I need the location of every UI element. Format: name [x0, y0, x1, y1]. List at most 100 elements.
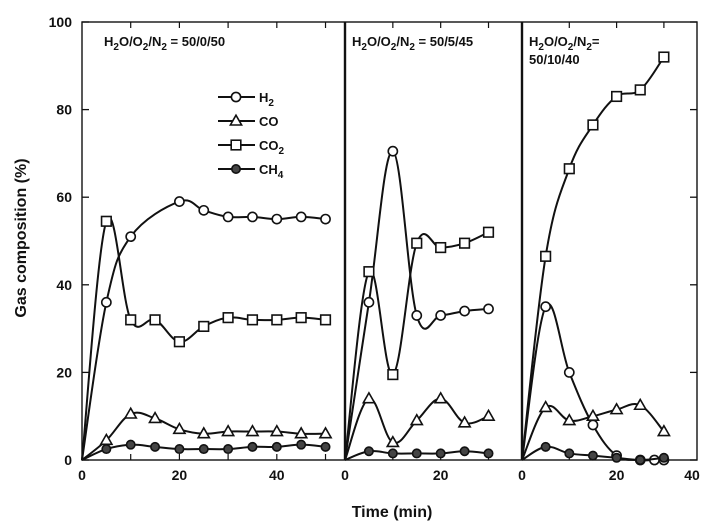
panel-label-part: 2 [113, 42, 119, 53]
point-ch4 [459, 446, 470, 457]
y-tick-label: 40 [56, 277, 72, 293]
point-co2 [125, 314, 137, 326]
point-ch4 [564, 448, 575, 459]
point-co2 [610, 90, 623, 103]
point-h2 [125, 231, 137, 243]
point-h2 [222, 211, 234, 223]
legend-label-sub: 2 [268, 98, 274, 109]
point-co [562, 413, 577, 426]
point-co2 [563, 163, 575, 175]
x-tick-label: 20 [609, 467, 625, 483]
panel-label-part: = 50/5/45 [415, 34, 473, 49]
point-h2 [563, 366, 575, 378]
point-ch4 [150, 441, 161, 452]
point-h2 [363, 296, 375, 308]
point-co [294, 426, 309, 439]
point-co [318, 426, 333, 439]
point-ch4 [296, 439, 307, 450]
plot-frame [81, 21, 698, 461]
point-co2 [458, 237, 471, 249]
point-co [633, 397, 648, 411]
panel-label: H2O/O2/N2= [529, 34, 600, 53]
legend-marker [229, 113, 243, 126]
point-co2 [319, 314, 332, 326]
panel-label-part: H [104, 34, 113, 49]
point-co2 [222, 312, 234, 324]
point-co2 [587, 119, 599, 131]
point-ch4 [247, 441, 258, 452]
point-co [269, 424, 284, 437]
legend-label-main: CH [259, 162, 278, 177]
legend-label-sub: 4 [278, 170, 284, 181]
y-tick-label: 0 [64, 452, 72, 468]
point-co2 [435, 241, 447, 254]
point-co [457, 415, 472, 428]
x-tick-label: 20 [433, 467, 449, 483]
panel-label: H2O/O2/N2 = 50/0/50 [104, 34, 225, 53]
point-h2 [100, 296, 112, 308]
point-ch4 [587, 450, 598, 461]
point-h2 [587, 419, 599, 431]
point-co [433, 391, 448, 404]
y-axis-title: Gas composition (%) [13, 158, 30, 317]
point-h2 [174, 196, 185, 207]
point-h2 [320, 213, 331, 225]
point-h2 [411, 310, 423, 321]
point-co [196, 426, 211, 439]
point-co2 [540, 250, 552, 262]
point-ch4 [174, 444, 185, 455]
y-tick-label: 20 [56, 364, 72, 380]
panel-label: 50/10/40 [529, 52, 580, 67]
point-co2 [363, 266, 375, 278]
x-tick-label: 0 [518, 467, 526, 483]
panel-label-part: /N [396, 34, 409, 49]
panel-label-part: 2 [143, 42, 149, 53]
x-tick-label: 20 [172, 467, 188, 483]
legend-label: CH4 [259, 162, 284, 181]
point-co2 [411, 237, 423, 249]
point-ch4 [411, 448, 422, 459]
legend-label-main: H [259, 90, 268, 105]
panel-label-part: 2 [409, 42, 415, 53]
point-co [245, 424, 260, 437]
point-co [585, 408, 600, 422]
y-tick-label: 100 [49, 14, 73, 30]
panel-label-part: O/O [544, 34, 568, 49]
legend-label-main: CO [259, 114, 279, 129]
point-h2 [540, 301, 552, 313]
legend-label: H2 [259, 90, 274, 109]
panel-label: H2O/O2/N2 = 50/5/45 [352, 34, 473, 53]
point-co [656, 424, 671, 437]
point-co [221, 424, 236, 437]
point-co2 [173, 336, 186, 348]
point-h2 [271, 213, 283, 225]
panel-label-part: /N [573, 34, 586, 49]
point-co [481, 408, 496, 422]
x-tick-label: 0 [78, 467, 86, 483]
point-co2 [271, 314, 283, 326]
point-ch4 [435, 448, 446, 459]
panel-label-part: 2 [391, 42, 397, 53]
series-line-h2 [344, 150, 489, 461]
y-tick-label: 60 [56, 189, 72, 205]
panel-label-part: 2 [586, 42, 592, 53]
series-line-co2 [81, 216, 326, 461]
point-h2 [387, 145, 399, 157]
point-co2 [149, 314, 161, 326]
point-ch4 [635, 454, 646, 465]
point-co [361, 391, 376, 404]
point-co2 [482, 226, 495, 238]
legend-marker [230, 91, 242, 103]
data-series [81, 51, 671, 466]
point-co2 [246, 314, 259, 326]
panel-label-part: /N [148, 34, 161, 49]
point-h2 [247, 211, 258, 223]
point-ch4 [271, 441, 282, 452]
point-co2 [198, 320, 210, 333]
point-h2 [295, 211, 307, 223]
x-tick-label: 0 [341, 467, 349, 483]
